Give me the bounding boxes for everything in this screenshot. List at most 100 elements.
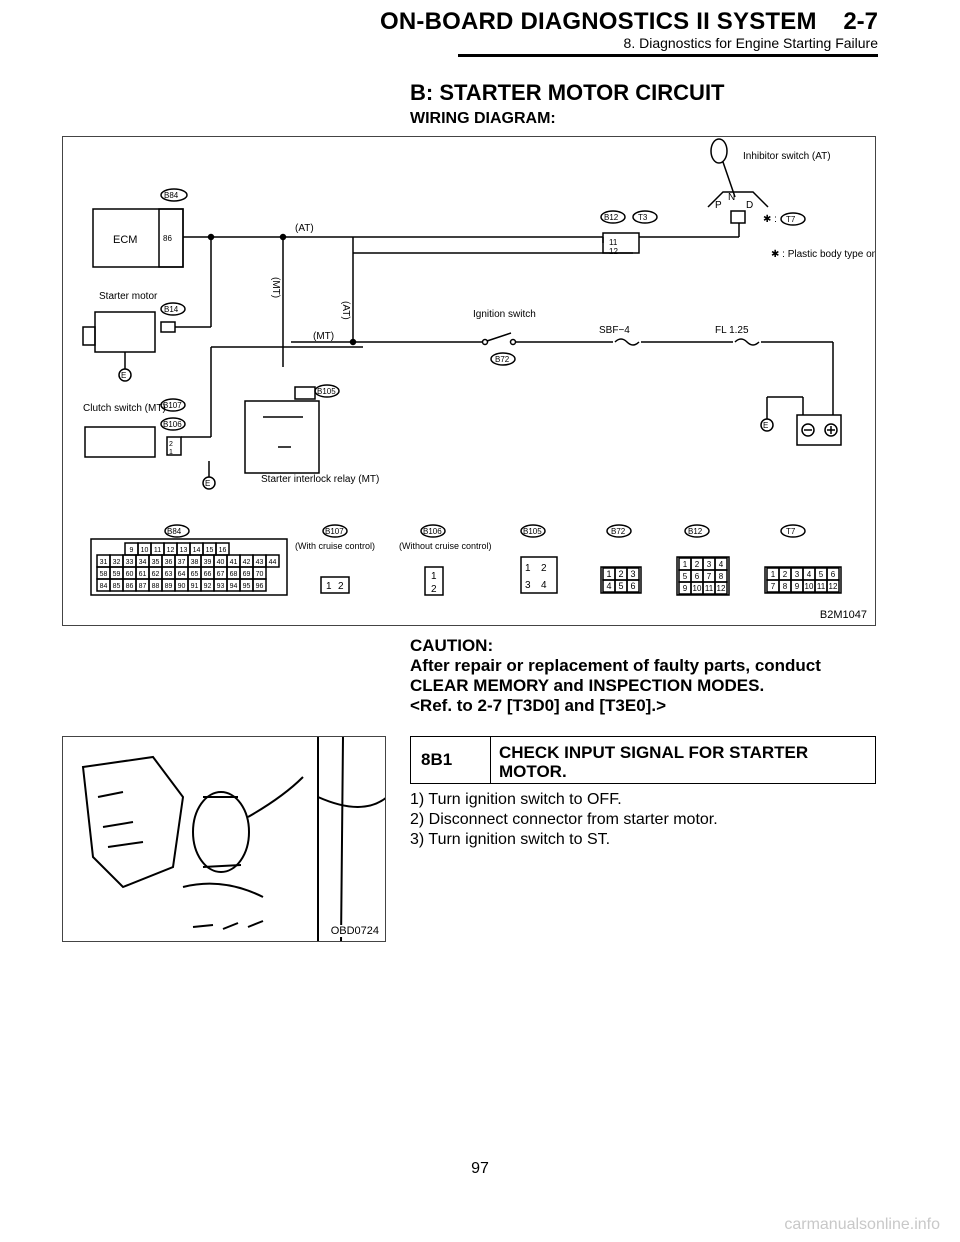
connector-pin-label: 7: [707, 572, 712, 581]
connector-tag-b14: [160, 302, 186, 316]
connector-pin-label: 44: [269, 559, 277, 566]
b107-pin-2: 2: [338, 581, 344, 592]
b106-pin-1: 1: [169, 449, 173, 456]
connector-face-b12: [676, 556, 730, 596]
instruction-step-1: 1) Turn ignition switch to OFF.: [410, 791, 622, 808]
connector-label-t3: T3: [638, 213, 648, 222]
b107-pin-1: 1: [326, 581, 332, 592]
connector-pin-label: 41: [230, 559, 238, 566]
connector-pin-label: 33: [126, 559, 134, 566]
connector-pin-label: 35: [152, 559, 160, 566]
photo-figure-id: OBD0724: [330, 925, 379, 937]
connector-tag-t7: [780, 212, 806, 226]
starter-interlock-relay: [244, 400, 320, 474]
photo-body-curve: [317, 796, 385, 808]
b105-pin-2: 2: [541, 563, 547, 574]
connector-pin-label: 68: [230, 571, 238, 578]
connector-pin-label: 10: [693, 584, 702, 593]
connector-pin-label: 58: [100, 571, 108, 578]
star-mark: ✱ :: [763, 214, 777, 225]
connector-pin-label: 69: [243, 571, 251, 578]
wire-at-label: (AT): [340, 301, 351, 320]
ecm-label: ECM: [113, 234, 137, 246]
b105-pin-4: 4: [541, 580, 547, 591]
step-title: CHECK INPUT SIGNAL FOR STARTER MOTOR.: [499, 743, 809, 781]
gear-n: N: [728, 192, 735, 203]
caution-line-2: CLEAR MEMORY and INSPECTION MODES.: [410, 676, 765, 695]
starter-relay-label: Starter interlock relay (MT): [261, 474, 379, 485]
inhibitor-lever: [722, 161, 736, 198]
connector-face-b105: [520, 556, 558, 594]
wiring-diagram-svg: ECM 86 B84 (AT) (MT) 11 12 B12 T3 (AT) P…: [82, 138, 876, 596]
connector-pin-label: 85: [113, 583, 121, 590]
connector-label-t7: T7: [786, 215, 796, 224]
wiring-diagram: ECM 86 B84 (AT) (MT) 11 12 B12 T3 (AT) P…: [62, 136, 876, 626]
photo-starter-connector: [192, 791, 250, 873]
connector-pin-label: 38: [191, 559, 199, 566]
caution-heading: CAUTION:: [410, 636, 494, 655]
connector-pin-label: 31: [100, 559, 108, 566]
connector-tag-b84: [160, 188, 188, 202]
ignition-switch-contact: [481, 338, 489, 346]
wire-at-label: (AT): [295, 223, 314, 234]
connector-tag-b12: [600, 210, 626, 224]
connector-face-t7: [764, 566, 842, 594]
connector-tag-b107: [160, 398, 186, 412]
connector-pin-label: 12: [829, 582, 838, 591]
connector-pin-label: 63: [165, 571, 173, 578]
connector-pin-label: 93: [217, 583, 225, 590]
connector-pin-label: 88: [152, 583, 160, 590]
connector-label-t7: T7: [786, 527, 796, 536]
connector-pin-label: 12: [167, 547, 175, 554]
t3-pin-11: 11: [609, 238, 618, 247]
connector-label-b105: B105: [523, 527, 542, 536]
fuse-sbf: [614, 338, 640, 346]
connector-pin-label: 5: [819, 570, 824, 579]
wire-mt-label: (MT): [270, 277, 281, 298]
connector-pin-label: 94: [230, 583, 238, 590]
connector-pin-label: 3: [707, 560, 712, 569]
connector-tag-b107: [322, 524, 348, 538]
connector-pin-label: 6: [630, 581, 635, 591]
connector-pin-label: 40: [217, 559, 225, 566]
connector-pin-label: 43: [256, 559, 264, 566]
connector-photo: OBD0724: [62, 736, 386, 942]
b106-face-pin-2: 2: [431, 584, 437, 595]
connector-pin-label: 59: [113, 571, 121, 578]
connector-pin-label: 32: [113, 559, 121, 566]
b106-pin-2: 2: [169, 441, 173, 448]
inhibitor-contact: [730, 210, 746, 224]
without-cruise-label: (Without cruise control): [399, 541, 492, 551]
connector-pin-label: 2: [783, 570, 788, 579]
connector-pin-label: 8: [783, 582, 788, 591]
connector-tag-t7: [780, 524, 806, 538]
connector-pin-label: 4: [719, 560, 724, 569]
photo-engine-detail: [97, 791, 144, 848]
caution-line-3: <Ref. to 2-7 [T3D0] and [T3E0].>: [410, 696, 666, 715]
connector-pin-label: 95: [243, 583, 251, 590]
header-title: ON-BOARD DIAGNOSTICS II SYSTEM: [380, 8, 817, 35]
connector-label-b12: B12: [604, 213, 619, 222]
connector-pin-cell: [626, 579, 640, 593]
connector-pin-label: 13: [180, 547, 188, 554]
ground-label: E: [121, 371, 126, 380]
photo-engine-block: [81, 755, 185, 889]
ignition-switch-label: Ignition switch: [473, 309, 536, 320]
connector-pin-label: 90: [178, 583, 186, 590]
connector-pin-label: 14: [193, 547, 201, 554]
inhibitor-switch-label: Inhibitor switch (AT): [743, 151, 831, 162]
photo-wire: [247, 776, 304, 818]
step-code: 8B1: [411, 737, 491, 783]
connector-pin-label: 11: [817, 582, 826, 591]
fuse-fl: [734, 338, 760, 346]
clutch-switch: [84, 426, 156, 458]
connector-label-b84: B84: [164, 191, 179, 200]
plastic-body-note: ✱ : Plastic body type only: [771, 249, 876, 260]
connector-pin-label: 61: [139, 571, 147, 578]
connector-tag-b72: [606, 524, 632, 538]
page-number: 97: [471, 1160, 489, 1177]
battery-minus-icon: [801, 423, 815, 437]
connector-pin-label: 87: [139, 583, 147, 590]
clutch-switch-connector: [166, 436, 182, 456]
ignition-switch-contact: [509, 338, 517, 346]
